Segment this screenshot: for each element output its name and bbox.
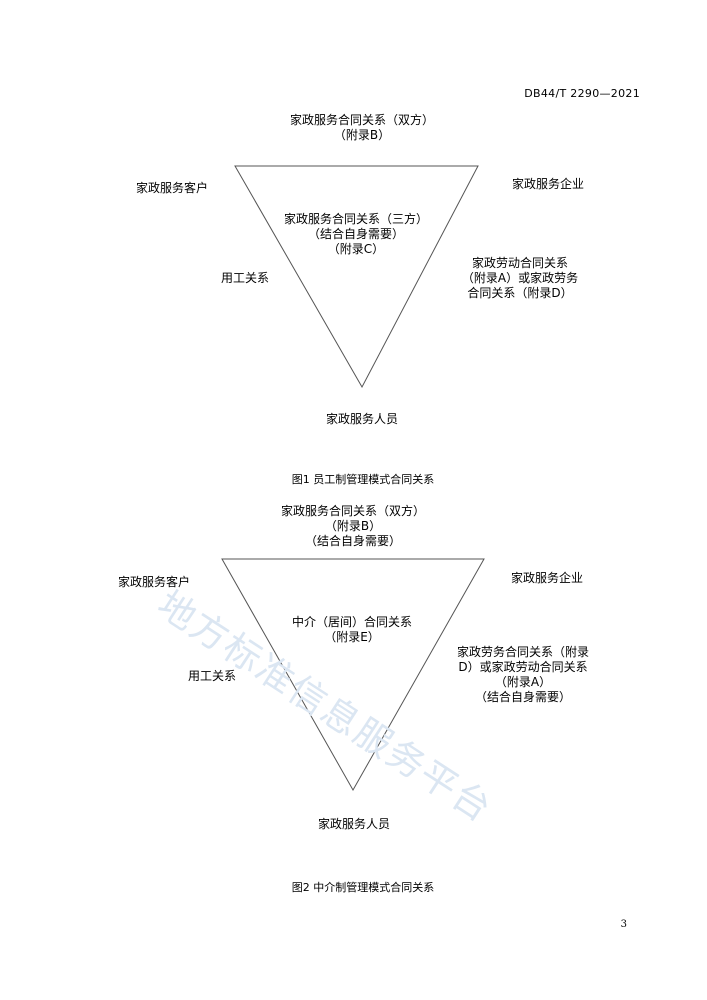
fig2-labor-contract-label: 家政劳务合同关系（附录 D）或家政劳动合同关系 （附录A） （结合自身需要） bbox=[456, 645, 590, 704]
fig2-client-label: 家政服务客户 bbox=[118, 575, 191, 589]
fig1-worker-label: 家政服务人员 bbox=[325, 412, 399, 426]
fig1-employment-label: 用工关系 bbox=[221, 271, 270, 285]
figure2-triangle bbox=[221, 558, 485, 792]
fig2-center-label: 中介（居间）合同关系 （附录E） bbox=[291, 615, 413, 644]
fig1-client-label: 家政服务客户 bbox=[136, 181, 209, 195]
figure1-triangle bbox=[234, 165, 479, 389]
fig1-center-label: 家政服务合同关系（三方） （结合自身需要） （附录C） bbox=[283, 212, 429, 256]
document-number: DB44/T 2290—2021 bbox=[524, 87, 640, 100]
fig1-enterprise-label: 家政服务企业 bbox=[512, 177, 585, 191]
fig2-employment-label: 用工关系 bbox=[188, 669, 237, 683]
fig2-worker-label: 家政服务人员 bbox=[317, 817, 391, 831]
figure2-caption: 图2 中介制管理模式合同关系 bbox=[291, 881, 435, 894]
fig2-enterprise-label: 家政服务企业 bbox=[511, 571, 584, 585]
figure1-caption: 图1 员工制管理模式合同关系 bbox=[291, 473, 435, 486]
fig2-top-label: 家政服务合同关系（双方） （附录B） （结合自身需要） bbox=[280, 504, 426, 548]
page-number: 3 bbox=[620, 919, 627, 930]
fig1-top-label: 家政服务合同关系（双方） （附录B） bbox=[289, 113, 435, 142]
fig1-labor-contract-label: 家政劳动合同关系 （附录A）或家政劳务 合同关系（附录D） bbox=[461, 256, 579, 300]
